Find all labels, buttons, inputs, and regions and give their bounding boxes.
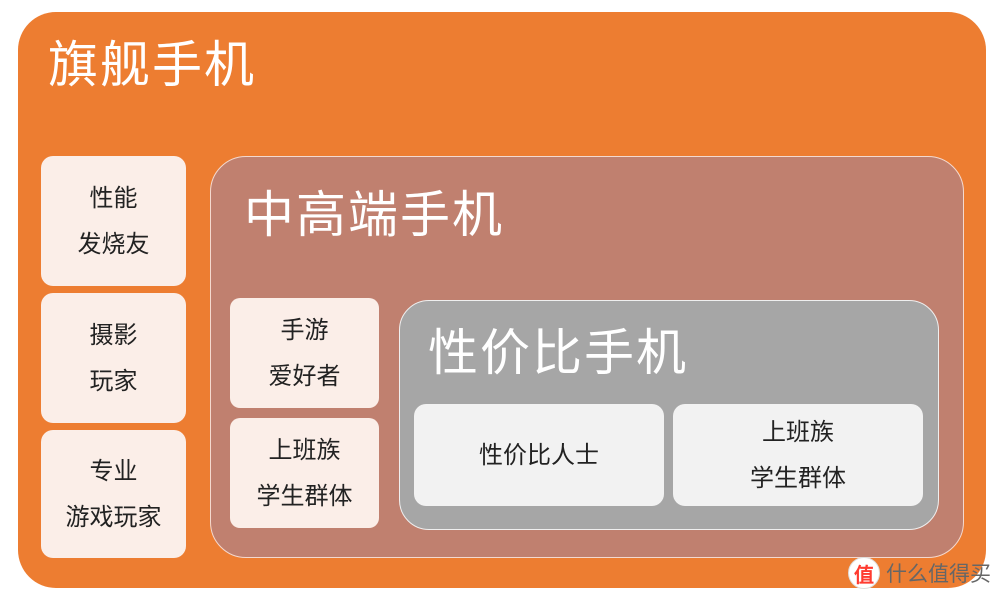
value-tier-title: 性价比手机	[428, 324, 688, 382]
group-label-line2: 学生群体	[750, 464, 846, 492]
mid-high-end-tier-title: 中高端手机	[244, 186, 504, 244]
group-label-line2: 游戏玩家	[65, 503, 162, 531]
flagship-group-pro-gamers: 专业 游戏玩家	[41, 430, 186, 558]
site-watermark: 值 什么值得买	[848, 557, 991, 589]
group-label-line1: 性能	[89, 184, 138, 212]
mid-group-mobile-gamers: 手游 爱好者	[230, 298, 379, 408]
flagship-tier-title: 旗舰手机	[48, 36, 256, 94]
group-label-line1: 性价比人士	[479, 441, 599, 469]
group-label-line1: 上班族	[762, 418, 834, 446]
group-label-line2: 发烧友	[77, 230, 150, 258]
group-label-line2: 玩家	[89, 367, 138, 395]
group-label-line1: 专业	[89, 457, 138, 485]
flagship-group-photography-players: 摄影 玩家	[41, 293, 186, 423]
value-group-value-seekers: 性价比人士	[414, 404, 664, 506]
mid-group-office-students: 上班族 学生群体	[230, 418, 379, 528]
group-label-line2: 爱好者	[268, 362, 341, 390]
site-logo-icon: 值	[848, 557, 880, 589]
group-label-line1: 手游	[280, 316, 329, 344]
flagship-group-performance-enthusiasts: 性能 发烧友	[41, 156, 186, 286]
group-label-line1: 摄影	[89, 321, 138, 349]
group-label-line2: 学生群体	[256, 482, 353, 510]
group-label-line1: 上班族	[268, 436, 341, 464]
value-group-office-students: 上班族 学生群体	[673, 404, 923, 506]
watermark-text: 什么值得买	[886, 562, 991, 586]
